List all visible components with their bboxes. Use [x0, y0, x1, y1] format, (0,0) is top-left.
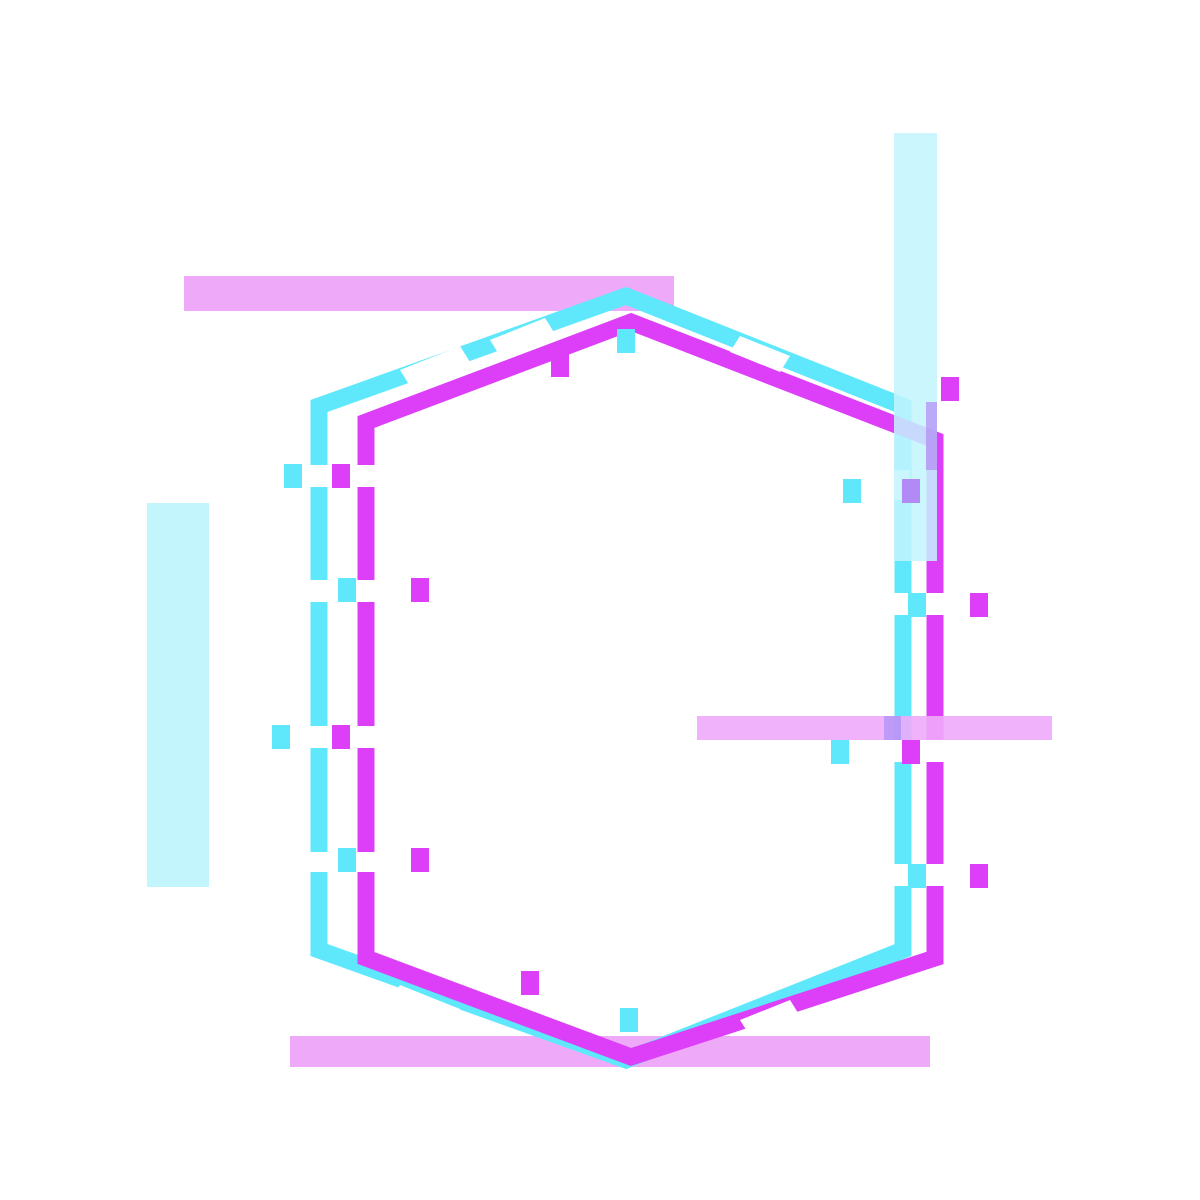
accent-bar-mid-magenta	[697, 716, 1052, 740]
glitch-pixel-squares	[272, 329, 988, 1032]
overlap-tint	[902, 479, 920, 503]
overlap-tint	[926, 402, 937, 470]
overlap-tint	[884, 716, 901, 740]
accent-bar-left-cyan	[147, 503, 209, 887]
hexagon-outline-magenta	[352, 312, 952, 1067]
